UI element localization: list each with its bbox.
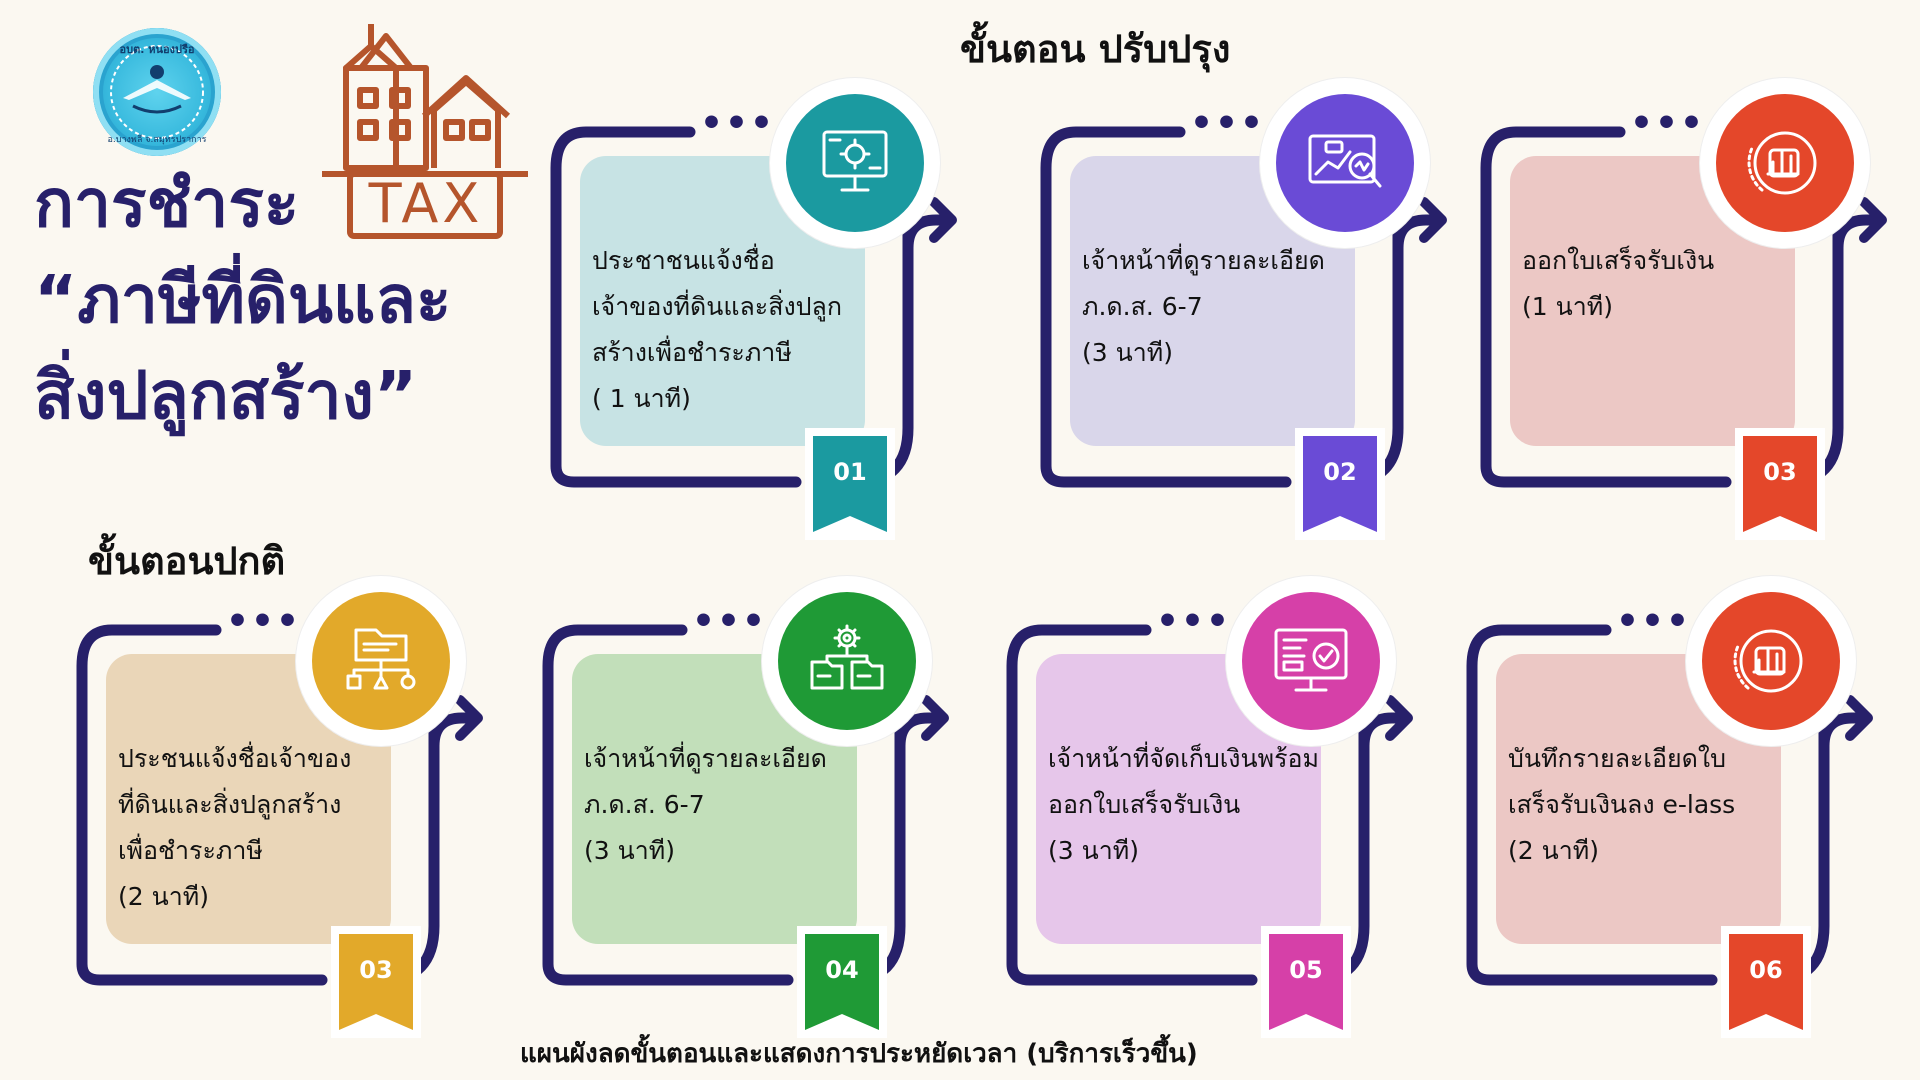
step-card-03: ••• ประชนแจ้งชื่อเจ้าของ ที่ดินและสิ่งปลู…: [66, 576, 486, 1038]
step-dots-icon: •••: [1156, 601, 1232, 642]
step-icon-circle: [1702, 592, 1840, 730]
data-analysis-icon: [1308, 134, 1382, 188]
step-number: 05: [1289, 956, 1323, 984]
step-dots-icon: •••: [226, 601, 302, 642]
step-number-badge: 01: [805, 428, 895, 540]
step-badge-ribbon: [331, 926, 421, 1038]
step-card-01: ••• ประชาชนแจ้งชื่อ เจ้าของที่ดินและสิ่งป…: [540, 78, 960, 540]
step-number-badge: 03: [1735, 428, 1825, 540]
step-number: 04: [825, 956, 859, 984]
step-badge-ribbon: [797, 926, 887, 1038]
step-badge-ribbon: [1295, 428, 1385, 540]
step-icon-circle: [1716, 94, 1854, 232]
step-badge-ribbon: [1735, 428, 1825, 540]
footer-caption: แผนผังลดขั้นตอนและแสดงการประหยัดเวลา (บร…: [520, 1039, 1198, 1069]
step-description: เจ้าหน้าที่ดูรายละเอียด ภ.ด.ส. 6-7 (3 นา…: [1082, 246, 1325, 367]
gear-folders-icon: [810, 624, 884, 690]
step-description: ออกใบเสร็จรับเงิน (1 นาที): [1522, 246, 1715, 321]
step-card-04: ••• เจ้าหน้าที่ดูรายละเอียด ภ.ด.ส. 6-7 (3…: [532, 576, 952, 1038]
step-number-badge: 04: [797, 926, 887, 1038]
step-number: 01: [833, 458, 867, 486]
section-title-improved: ขั้นตอน ปรับปรุง: [960, 27, 1231, 71]
step-number: 02: [1323, 458, 1357, 486]
step-badge-ribbon: [1721, 926, 1811, 1038]
logo-top-text: อบต. หนองปรือ: [119, 43, 195, 56]
presentation-screen-icon: [822, 130, 888, 192]
step-number-badge: 03: [331, 926, 421, 1038]
logo-emblem-icon: [110, 45, 204, 139]
step-description: ประชาชนแจ้งชื่อ เจ้าของที่ดินและสิ่งปลูก…: [592, 246, 842, 413]
step-badge-ribbon: [1261, 926, 1351, 1038]
step-number: 03: [1763, 458, 1797, 486]
step-dots-icon: •••: [700, 103, 776, 144]
step-dots-icon: •••: [1190, 103, 1266, 144]
step-dots-icon: •••: [1630, 103, 1706, 144]
monitor-check-icon: [1274, 628, 1348, 692]
section-title-normal: ขั้นตอนปกติ: [88, 539, 286, 583]
organization-logo: อบต. หนองปรือ อ.บางพลี จ.สมุทรปราการ: [93, 28, 221, 156]
step-number: 06: [1749, 956, 1783, 984]
step-number-badge: 06: [1721, 926, 1811, 1038]
bar-chart-circle-icon: [1747, 131, 1817, 195]
step-card-02: ••• เจ้าหน้าที่ดูรายละเอียด ภ.ด.ส. 6-7 (3…: [1030, 78, 1450, 540]
bar-chart-circle-icon: [1733, 629, 1803, 693]
step-icon-circle: [1242, 592, 1380, 730]
step-icon-circle: [312, 592, 450, 730]
step-card-03: ••• ออกใบเสร็จรับเงิน (1 นาที) 03: [1470, 78, 1890, 540]
step-dots-icon: •••: [692, 601, 768, 642]
tax-word: TAX: [368, 172, 484, 235]
logo-bottom-text: อ.บางพลี จ.สมุทรปราการ: [107, 135, 207, 145]
step-card-05: ••• เจ้าหน้าที่จัดเก็บเงินพร้อม ออกใบเสร็…: [996, 576, 1416, 1038]
step-description: ประชนแจ้งชื่อเจ้าของ ที่ดินและสิ่งปลูกสร…: [118, 744, 352, 911]
folder-hierarchy-icon: [346, 628, 416, 690]
step-icon-circle: [1276, 94, 1414, 232]
step-icon-circle: [778, 592, 916, 730]
main-title: การชำระ “ภาษีที่ดินและ สิ่งปลูกสร้าง”: [34, 165, 452, 434]
step-description: เจ้าหน้าที่จัดเก็บเงินพร้อม ออกใบเสร็จรั…: [1048, 744, 1319, 865]
step-number: 03: [359, 956, 393, 984]
step-number-badge: 02: [1295, 428, 1385, 540]
step-number-badge: 05: [1261, 926, 1351, 1038]
step-badge-ribbon: [805, 428, 895, 540]
step-card-06: ••• บันทึกรายละเอียดใบ เสร็จรับเงินลง e-l…: [1456, 576, 1876, 1038]
tax-building-icon: TAX: [316, 18, 534, 240]
step-dots-icon: •••: [1616, 601, 1692, 642]
step-icon-circle: [786, 94, 924, 232]
step-description: บันทึกรายละเอียดใบ เสร็จรับเงินลง e-lass…: [1508, 744, 1736, 865]
step-description: เจ้าหน้าที่ดูรายละเอียด ภ.ด.ส. 6-7 (3 นา…: [584, 744, 827, 865]
